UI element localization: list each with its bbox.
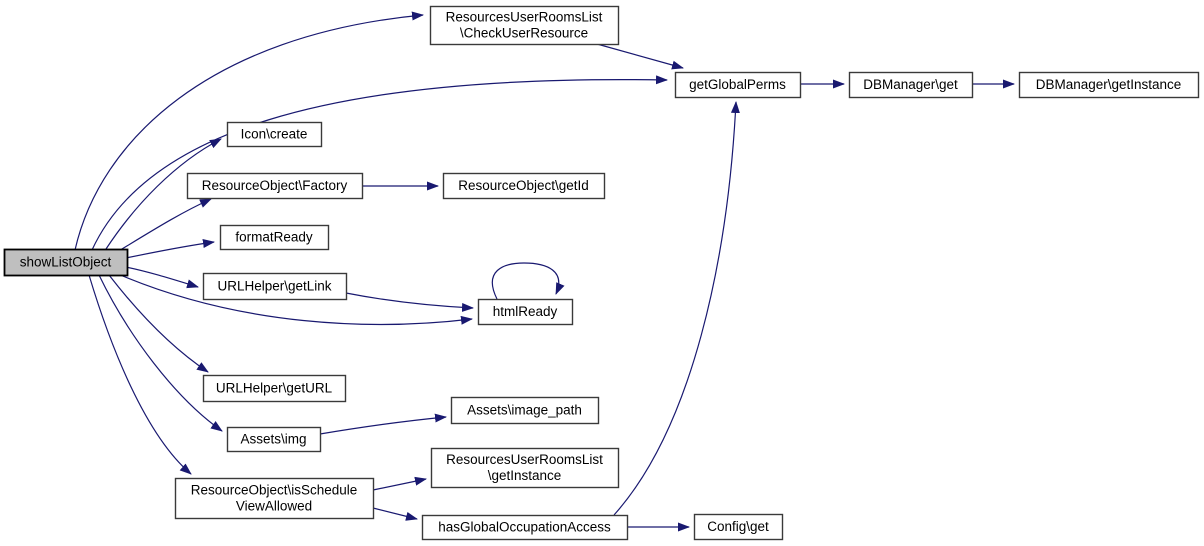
node-assetsImagePath[interactable]: Assets\image_path — [450, 396, 600, 425]
node-box-urlHelperGetURL[interactable] — [202, 374, 347, 403]
node-box-hasGlobalOccupationAccess[interactable] — [421, 514, 629, 541]
node-box-showListObject[interactable] — [3, 248, 129, 277]
node-box-assetsImg[interactable] — [226, 426, 322, 453]
edge-checkUserResource-to-getGlobalPerms — [596, 43, 684, 70]
node-label-roomsListGetInstance: ResourcesUserRoomsList\getInstance — [446, 452, 603, 483]
node-label-dbManagerGetInstance: DBManager\getInstance — [1036, 77, 1182, 92]
node-label-formatReady: formatReady — [235, 230, 313, 245]
node-urlHelperGetURL[interactable]: URLHelper\getURL — [202, 374, 347, 403]
node-label-htmlReady: htmlReady — [493, 304, 558, 319]
node-box-roomsListGetInstance[interactable] — [430, 447, 620, 489]
node-configGet[interactable]: Config\get — [693, 513, 784, 541]
node-label-assetsImagePath: Assets\image_path — [467, 403, 582, 418]
node-label-checkUserResource: ResourcesUserRoomsList\CheckUserResource — [446, 10, 603, 41]
node-iconCreate[interactable]: Icon\create — [226, 121, 323, 148]
node-label-assetsImg: Assets\img — [240, 432, 306, 447]
node-box-getGlobalPerms[interactable] — [674, 71, 802, 99]
node-formatReady[interactable]: formatReady — [219, 224, 330, 251]
node-checkUserResource[interactable]: ResourcesUserRoomsList\CheckUserResource — [429, 5, 620, 46]
edge-hasGlobalOccupationAccess-to-getGlobalPerms — [613, 101, 740, 516]
node-hasGlobalOccupationAccess[interactable]: hasGlobalOccupationAccess — [421, 514, 629, 541]
node-box-checkUserResource[interactable] — [429, 5, 620, 46]
node-label-configGet: Config\get — [707, 519, 769, 534]
node-resourceObjectFactory[interactable]: ResourceObject\Factory — [186, 172, 364, 200]
edge-htmlReady-self-loop — [491, 262, 565, 300]
edge-showListObject-to-getGlobalPerms — [91, 75, 668, 251]
edge-showListObject-to-assetsImg — [98, 274, 223, 432]
node-dbManagerGet[interactable]: DBManager\get — [848, 71, 974, 99]
node-label-iconCreate: Icon\create — [241, 127, 308, 142]
node-box-isScheduleViewAllowed[interactable] — [174, 477, 375, 520]
node-label-resourceObjectGetId: ResourceObject\getId — [458, 178, 589, 193]
nodes-layer: showListObject ResourcesUserRoomsList\Che… — [3, 5, 1200, 541]
node-box-iconCreate[interactable] — [226, 121, 323, 148]
node-assetsImg[interactable]: Assets\img — [226, 426, 322, 453]
node-dbManagerGetInstance[interactable]: DBManager\getInstance — [1018, 71, 1200, 99]
node-box-resourceObjectFactory[interactable] — [186, 172, 364, 200]
node-resourceObjectGetId[interactable]: ResourceObject\getId — [442, 172, 606, 200]
edge-showListObject-to-formatReady — [125, 239, 215, 259]
node-box-dbManagerGetInstance[interactable] — [1018, 71, 1200, 99]
node-label-hasGlobalOccupationAccess: hasGlobalOccupationAccess — [438, 520, 611, 535]
node-label-dbManagerGet: DBManager\get — [863, 77, 958, 92]
edge-isScheduleViewAllowed-to-hasGlobalOccupationAccess — [372, 507, 418, 521]
node-label-showListObject: showListObject — [20, 255, 112, 270]
node-box-htmlReady[interactable] — [477, 298, 574, 326]
node-getGlobalPerms[interactable]: getGlobalPerms — [674, 71, 802, 99]
node-label-resourceObjectFactory: ResourceObject\Factory — [202, 178, 348, 193]
edges-layer — [74, 11, 1015, 532]
edge-showListObject-to-htmlReady — [117, 273, 473, 325]
edge-isScheduleViewAllowed-to-roomsListGetInstance — [372, 476, 427, 491]
edge-assetsImg-to-assetsImagePath — [319, 413, 447, 435]
edge-showListObject-to-checkUserResource — [74, 11, 424, 251]
node-box-dbManagerGet[interactable] — [848, 71, 974, 99]
node-showListObject[interactable]: showListObject — [3, 248, 129, 277]
edge-showListObject-to-urlHelperGetURL — [108, 274, 209, 373]
node-box-urlHelperGetLink[interactable] — [202, 272, 348, 301]
node-box-assetsImagePath[interactable] — [450, 396, 600, 425]
node-label-urlHelperGetLink: URLHelper\getLink — [217, 279, 331, 294]
edge-showListObject-to-resourceObjectFactory — [116, 198, 212, 253]
node-label-urlHelperGetURL: URLHelper\getURL — [216, 381, 333, 396]
edge-showListObject-to-urlHelperGetLink — [125, 266, 199, 289]
node-label-getGlobalPerms: getGlobalPerms — [689, 77, 786, 92]
edge-showListObject-to-iconCreate — [105, 138, 222, 250]
node-box-resourceObjectGetId[interactable] — [442, 172, 606, 200]
node-urlHelperGetLink[interactable]: URLHelper\getLink — [202, 272, 348, 301]
node-htmlReady[interactable]: htmlReady — [477, 298, 574, 326]
edge-showListObject-to-isScheduleViewAllowed — [88, 274, 192, 475]
node-roomsListGetInstance[interactable]: ResourcesUserRoomsList\getInstance — [430, 447, 620, 489]
edge-urlHelperGetLink-to-htmlReady — [345, 292, 474, 312]
node-box-configGet[interactable] — [693, 513, 784, 541]
node-box-formatReady[interactable] — [219, 224, 330, 251]
